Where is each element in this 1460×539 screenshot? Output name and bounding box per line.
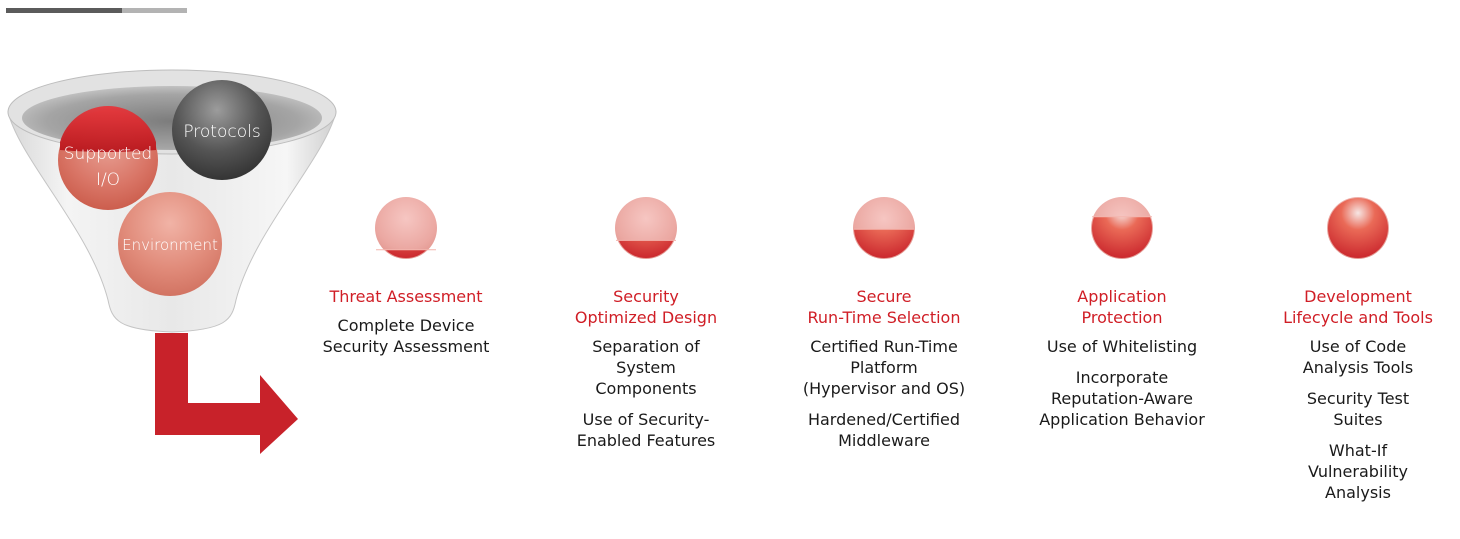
stage-item: Complete Device Security Assessment (322, 316, 490, 356)
environment-sphere (118, 192, 222, 296)
stage-application-protection: Application Protection Use of Whitelisti… (1022, 196, 1222, 440)
stage-item: Use of Code Analysis Tools (1302, 337, 1414, 377)
stage-title: Secure Run-Time Selection (807, 287, 961, 327)
stage-progress-sphere (1091, 197, 1153, 259)
stage-title: Development Lifecycle and Tools (1283, 287, 1433, 327)
top-accent-bar-dark (6, 8, 122, 13)
stage-progress-sphere (1327, 197, 1389, 259)
stage-item: Separation of System Components (592, 337, 700, 398)
stage-item: Security Test Suites (1306, 389, 1410, 429)
stage-item: Use of Security- Enabled Features (576, 410, 716, 450)
supported-io-label-line1: Supported (64, 144, 152, 164)
environment-label: Environment (122, 236, 218, 254)
stage-title: Threat Assessment (329, 287, 483, 306)
stage-items: Complete Device Security Assessment (306, 315, 506, 357)
stage-secure-run-time-selection: Secure Run-Time Selection Certified Run-… (784, 196, 984, 461)
stage-items: Use of Code Analysis Tools Security Test… (1260, 336, 1456, 503)
stage-items: Certified Run-Time Platform (Hypervisor … (784, 336, 984, 451)
stage-progress-sphere (375, 197, 437, 259)
protocols-label: Protocols (183, 122, 260, 142)
stage-items: Use of Whitelisting Incorporate Reputati… (1022, 336, 1222, 430)
stage-item: Hardened/Certified Middleware (807, 410, 961, 450)
top-accent-bar-light (122, 8, 187, 13)
supported-io-sphere (58, 105, 158, 210)
protocols-sphere (172, 80, 272, 180)
stage-progress-sphere (853, 197, 915, 259)
stage-threat-assessment: Threat Assessment Complete Device Securi… (306, 196, 506, 367)
stage-item: Use of Whitelisting (1046, 337, 1198, 356)
stage-security-optimized-design: Security Optimized Design Separation of … (546, 196, 746, 461)
stage-item: What-If Vulnerability Analysis (1307, 441, 1409, 502)
stage-title: Application Protection (1077, 287, 1167, 327)
stage-items: Separation of System Components Use of S… (546, 336, 746, 451)
stage-title: Security Optimized Design (574, 287, 718, 327)
stage-development-lifecycle-and-tools: Development Lifecycle and Tools Use of C… (1260, 196, 1456, 513)
stage-item: Incorporate Reputation-Aware Application… (1039, 368, 1205, 429)
stage-item: Certified Run-Time Platform (Hypervisor … (802, 337, 966, 398)
stage-progress-sphere (615, 197, 677, 259)
funnel-diagram: Protocols Supported I/O Environment (7, 69, 337, 454)
bent-arrow (155, 333, 298, 454)
top-accent-bar (6, 8, 187, 13)
supported-io-label-line2: I/O (96, 170, 120, 190)
